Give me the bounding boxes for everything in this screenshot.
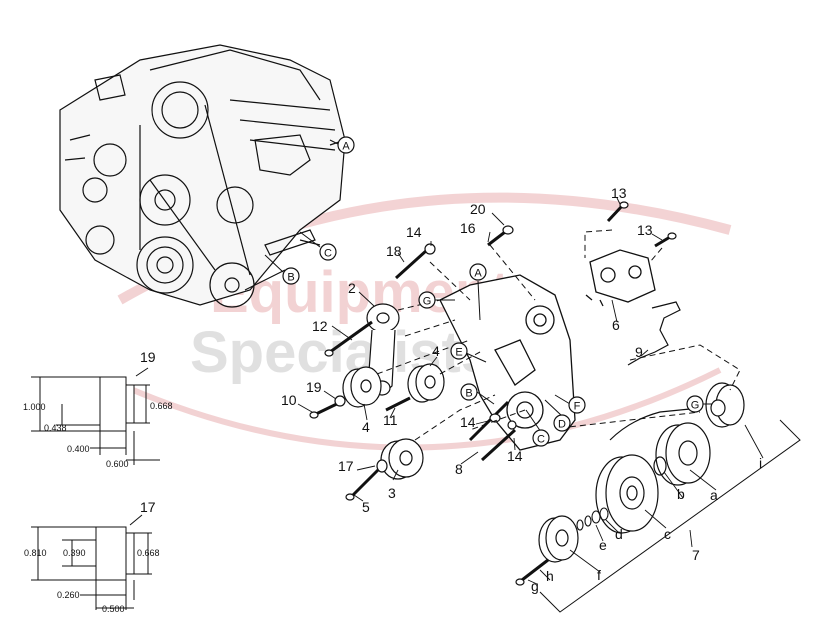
- compressor-body: [585, 249, 656, 307]
- dim-17-length: 0.500: [102, 604, 125, 614]
- bracket-callout-a-label: A: [474, 268, 482, 280]
- clutch-coil-housing: [705, 382, 745, 428]
- item-18-label: 18: [386, 243, 402, 259]
- dim-19-bore: 0.668: [150, 401, 173, 411]
- bracket-callout-c: C: [525, 409, 550, 447]
- bracket-callout-a: A: [469, 263, 487, 321]
- item-19-label: 19: [306, 379, 322, 395]
- pulley-c: [595, 454, 659, 534]
- item-20-label: 20: [470, 201, 486, 217]
- dim-17-height: 0.810: [24, 548, 47, 558]
- item-9-label: 9: [635, 344, 643, 360]
- item-14-top-label: 14: [406, 224, 422, 240]
- bracket-callout-c-label: C: [537, 434, 545, 446]
- bracket-callout-g-left: G: [418, 291, 455, 309]
- watermark-line2: Specialists: [190, 320, 493, 385]
- item-4-left-label: 4: [362, 419, 370, 435]
- dimension-view-17: [31, 514, 152, 610]
- item-13-top-label: 13: [611, 185, 627, 201]
- idler-pulley-right: [407, 363, 445, 403]
- subpart-e-label: e: [599, 537, 607, 553]
- engine-callout-a: A: [329, 136, 355, 154]
- engine-callout-c-label: C: [324, 248, 332, 260]
- subpart-a-label: a: [710, 487, 718, 503]
- dim-19-height: 1.000: [23, 402, 46, 412]
- item-5-label: 5: [362, 499, 370, 515]
- bracket-callout-f-label: F: [574, 401, 581, 413]
- bracket-callout-f: F: [554, 394, 586, 414]
- item-3-label: 3: [388, 485, 396, 501]
- dimension-view-19: [31, 367, 160, 465]
- bracket-callout-g-left-label: G: [423, 296, 432, 308]
- bracket-callout-b: B: [460, 383, 495, 405]
- item-2-label: 2: [348, 280, 356, 296]
- dim-19-offset: 0.438: [44, 423, 67, 433]
- bracket-callout-d-label: D: [558, 419, 566, 431]
- subpart-b-label: b: [677, 486, 685, 502]
- dim-19-length: 0.600: [106, 459, 129, 469]
- front-plate-f: [538, 515, 579, 563]
- item-14-bottom-label: 14: [507, 448, 523, 464]
- item-10-label: 10: [281, 392, 297, 408]
- subpart-h-label: h: [546, 568, 554, 584]
- item-14-mid-label: 14: [460, 414, 476, 430]
- subpart-g-label: g: [531, 578, 539, 594]
- bracket-callout-b-label: B: [465, 388, 472, 400]
- bracket-callout-g-right-label: G: [691, 400, 700, 412]
- shims-d-e: [576, 507, 609, 531]
- item-13-right-label: 13: [637, 222, 653, 238]
- bracket-callout-e-label: E: [455, 347, 462, 359]
- dim-17-width: 0.260: [57, 590, 80, 600]
- group-7-bracket: [539, 419, 801, 613]
- subpart-d-label: d: [615, 526, 623, 542]
- bracket-callout-e: E: [450, 342, 487, 363]
- item-12-label: 12: [312, 318, 328, 334]
- engine-callout-c: C: [299, 231, 337, 261]
- item-4-right-label: 4: [432, 343, 440, 359]
- engine-callout-b-label: B: [287, 272, 294, 284]
- dim-view-19-part-label: 19: [140, 349, 156, 365]
- dim-view-17-part-label: 17: [140, 499, 156, 515]
- item-16-label: 16: [460, 220, 476, 236]
- dim-17-bore: 0.390: [63, 548, 86, 558]
- item-leaders: [297, 197, 764, 585]
- subpart-f-label: f: [597, 567, 601, 583]
- subpart-c-label: c: [664, 526, 671, 542]
- bracket-callout-d: D: [544, 399, 571, 432]
- item-6-label: 6: [612, 317, 620, 333]
- retaining-ring-b: [653, 456, 667, 476]
- dim-17-od: 0.668: [137, 548, 160, 558]
- dim-19-width: 0.400: [67, 444, 90, 454]
- clutch-rotor-a: [609, 407, 711, 486]
- engine-callout-b: B: [264, 254, 300, 285]
- engine-callout-a-label: A: [342, 141, 350, 153]
- bracket-callout-g-right: G: [686, 395, 712, 413]
- mounting-bracket: [439, 274, 576, 451]
- subpart-i-label: i: [759, 455, 762, 471]
- item-17-label: 17: [338, 458, 354, 474]
- item-8-label: 8: [455, 461, 463, 477]
- idler-pulley-left: [342, 366, 382, 408]
- engine-illustration: [59, 44, 346, 308]
- hose-bracket: [627, 301, 681, 366]
- item-11-label: 11: [383, 412, 398, 428]
- idler-pulley-3: [376, 438, 424, 480]
- item-7-label: 7: [692, 547, 700, 563]
